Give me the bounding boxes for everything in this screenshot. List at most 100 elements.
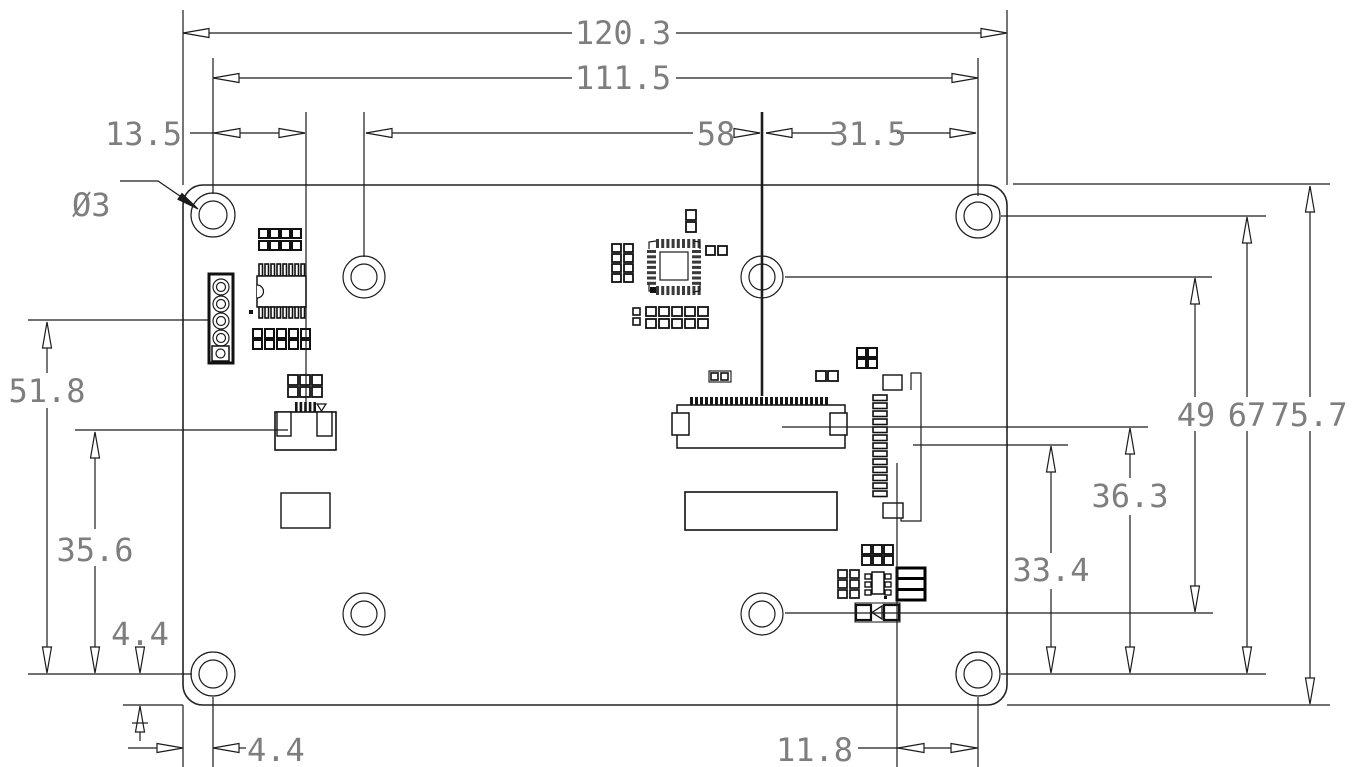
pad: [269, 240, 280, 251]
arrow: [1241, 646, 1253, 674]
pin: [872, 394, 888, 402]
pad: [837, 589, 848, 599]
pin: [264, 306, 270, 319]
dim-left-hole-offset: [190, 127, 306, 139]
pad: [697, 306, 709, 317]
pad: [311, 386, 323, 398]
pad: [299, 386, 311, 398]
dim-bottom-right-gap: [858, 742, 978, 754]
fpc-connector: [671, 397, 848, 449]
pad: [864, 589, 872, 596]
pin: [647, 271, 656, 275]
pad: [280, 228, 291, 239]
pad: [632, 307, 641, 316]
label-overall-width: 120.3: [575, 14, 671, 52]
pad: [632, 317, 641, 326]
pin: [299, 402, 303, 413]
pin: [872, 418, 888, 426]
dim-left-height-upper: [41, 321, 53, 674]
pad: [276, 328, 287, 339]
soic-bottom-pins: [258, 306, 306, 319]
silkscreen-rect-center: [684, 491, 838, 531]
arrow: [950, 742, 978, 754]
arrow: [1124, 427, 1136, 455]
pad: [269, 228, 280, 239]
soic-ic: [249, 263, 307, 319]
arrow: [89, 646, 101, 674]
pad: [684, 306, 696, 317]
pad: [717, 245, 728, 256]
pad: [623, 263, 634, 273]
arrow: [1304, 185, 1316, 213]
pin: [288, 306, 294, 319]
label-left-height-upper: 51.8: [8, 372, 85, 410]
arrow: [1189, 277, 1201, 305]
pin: [872, 458, 888, 466]
qfn-pins-right: [692, 250, 701, 285]
pin: [872, 402, 888, 410]
pin: [692, 276, 701, 280]
pin: [661, 239, 665, 248]
pad: [287, 386, 299, 398]
usb-triangle-mark: [315, 403, 328, 413]
hole-diameter-callout: [120, 180, 201, 213]
pad: [280, 240, 291, 251]
arrow: [212, 72, 240, 84]
pad-outline-above-fpc: [708, 370, 732, 383]
pin: [697, 286, 701, 295]
pin: [872, 442, 888, 450]
pin: [647, 276, 656, 280]
pad: [872, 544, 883, 555]
pin: [872, 490, 888, 498]
pad-grid-2x3: [837, 569, 860, 599]
arrow: [733, 127, 761, 139]
pin: [692, 260, 701, 264]
pin: [872, 426, 888, 434]
arrow: [89, 431, 101, 459]
pin: [692, 286, 696, 295]
pad: [287, 374, 299, 386]
pad: [827, 370, 839, 382]
pin: [294, 306, 300, 319]
label-bottom-left-gap: 4.4: [247, 731, 305, 767]
pad: [291, 240, 302, 251]
arrow: [1304, 677, 1316, 705]
pad-grid-above-usb: [287, 374, 323, 398]
pad: [867, 347, 878, 358]
arrow: [213, 127, 241, 139]
pin: [647, 255, 656, 259]
dim-hole-span-width: [212, 72, 979, 84]
pad: [684, 318, 696, 329]
dim-bottom-left-gap: [128, 742, 246, 754]
label-right-span: 31.5: [829, 115, 906, 153]
pad-grid-below-soic: [252, 328, 311, 350]
pad: [276, 339, 287, 350]
inner-hole-lower-left: [342, 592, 386, 636]
dim-right-hole-span-top: [765, 127, 977, 139]
pad: [264, 339, 275, 350]
dim-left-bottom-gap: [132, 646, 148, 741]
pad: [299, 374, 311, 386]
pin: [872, 410, 888, 418]
pin: [300, 263, 306, 277]
label-connector-a: 36.3: [1091, 477, 1168, 515]
pin: [656, 239, 659, 248]
dim-left-height-lower: [89, 431, 101, 674]
pin: [270, 263, 276, 277]
pad: [611, 263, 622, 273]
pin: [661, 286, 665, 295]
pad: [264, 328, 275, 339]
pad: [611, 243, 622, 253]
pad: [856, 358, 867, 369]
pin: [308, 402, 312, 413]
qfn-corner-marks: [648, 240, 701, 293]
pad: [658, 306, 670, 317]
pad: [864, 581, 872, 588]
qfn-pins-top: [656, 239, 701, 248]
arrow: [765, 127, 793, 139]
pin: [692, 255, 701, 259]
dim-overall-width: [182, 27, 1008, 39]
wire-connector: [872, 372, 922, 522]
extension-lines: [28, 10, 1330, 767]
pin-header: [207, 272, 235, 365]
